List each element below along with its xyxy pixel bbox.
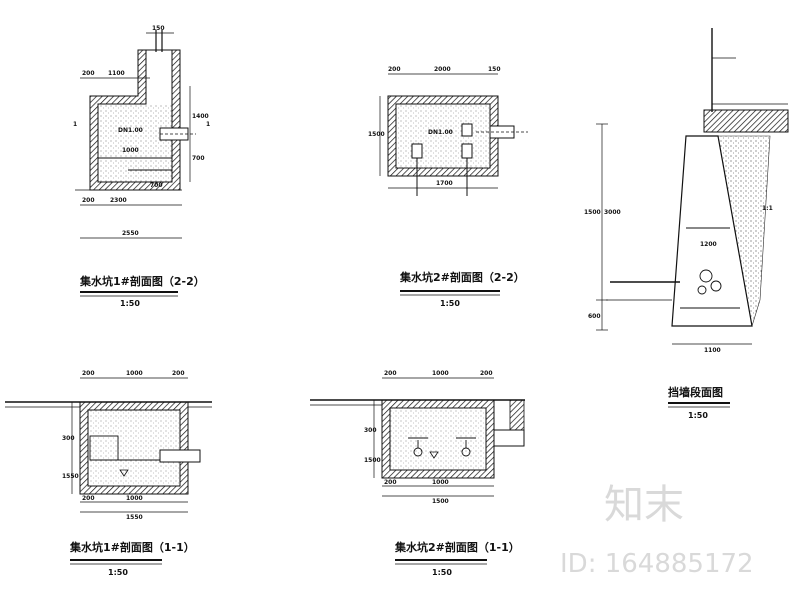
pit2-plan-dim-0: 2000: [434, 66, 451, 73]
pit2-plan-pumps: [411, 123, 473, 196]
pit1-section-dim-3: 300: [62, 435, 75, 442]
pit1-section-dim-2: 200: [172, 370, 185, 377]
pit1-section-dim-0: 200: [82, 370, 95, 377]
pit1-plan-dim-2: 2550: [122, 230, 139, 237]
pit2-section-dimensions: [373, 377, 494, 497]
pit1-plan-scale: 1:50: [120, 299, 140, 308]
pit1-plan-dim-4: 200: [82, 70, 95, 77]
pit2-plan-title: 集水坑2#剖面图（2-2）: [399, 270, 525, 284]
pit2-plan-dim-1: 1500: [368, 131, 385, 138]
pit2-plan-dim-3: 150: [488, 66, 501, 73]
pit1-plan-drawing: 150 1100 2550 1400 200 700 200 2300 700 …: [73, 25, 210, 308]
pit2-section-dim-5: 200: [384, 479, 397, 486]
watermark-id: ID: 164885172: [560, 549, 754, 579]
pit1-plan-dim-6: 200: [82, 197, 95, 204]
pit1-plan-center-label: DN1.00: [118, 127, 143, 134]
pit2-section-dim-2: 200: [480, 370, 493, 377]
wall-section-dim-3: 1:1: [762, 205, 773, 212]
wall-section-backfill: [717, 135, 771, 327]
wall-section-dim-5: 1200: [700, 241, 717, 248]
pit1-plan-dimensions: [75, 32, 191, 239]
pit2-plan-dim-2: 200: [388, 66, 401, 73]
wall-section-drawing: 1500 3000 600 1:1 1100 1200 挡墙段面图 1:50: [584, 28, 789, 420]
pit2-plan-scale: 1:50: [440, 299, 460, 308]
pit1-section-dim-4: 1550: [62, 473, 79, 480]
wall-section-dim-1: 3000: [604, 209, 621, 216]
pit2-plan-dim-4: 1700: [436, 180, 453, 187]
wall-section-dimensions: [596, 123, 752, 345]
pit1-plan-section-mark-right: 1: [206, 121, 210, 128]
pit2-section-dim-7: 1500: [432, 498, 449, 505]
pit1-section-dim-7: 1550: [126, 514, 143, 521]
wall-section-top-slab: [703, 109, 789, 133]
pit2-section-dim-4: 1500: [364, 457, 381, 464]
pit2-section-pumps: [408, 437, 476, 457]
pit2-section-dim-1: 1000: [432, 370, 449, 377]
pit2-section-level-marker: [429, 451, 439, 459]
wall-section-scale: 1:50: [688, 411, 708, 420]
pit2-section-drawing: 200 1000 200 300 1500 200 1000 1500 集水坑2…: [310, 370, 525, 577]
wall-section-dim-0: 1500: [584, 209, 601, 216]
pit2-plan-interior: [396, 104, 490, 168]
pit1-plan-title: 集水坑1#剖面图（2-2）: [79, 274, 205, 288]
pit2-plan-drawing: 2000 1500 200 150 1700 DN1.00 集水坑2#剖面图（2…: [368, 66, 528, 308]
pit1-section-title: 集水坑1#剖面图（1-1）: [69, 540, 195, 554]
pit1-plan-pipe: [159, 127, 189, 141]
wall-section-dim-4: 1100: [704, 347, 721, 354]
pit1-section-dim-5: 200: [82, 495, 95, 502]
pit1-section-scale: 1:50: [108, 568, 128, 577]
pit1-plan-dim-8: 700: [192, 155, 205, 162]
pit2-plan-dimensions: [379, 73, 498, 189]
pit1-plan-dim-5: 700: [150, 182, 163, 189]
pit1-section-dim-6: 1000: [126, 495, 143, 502]
pit2-section-dim-0: 200: [384, 370, 397, 377]
wall-section-drain-pipes: [680, 227, 740, 309]
pit2-section-dim-6: 1000: [432, 479, 449, 486]
pit1-section-level-marker: [119, 469, 129, 477]
pit1-section-drawing: 200 1000 200 300 1550 200 1000 1550 集水坑1…: [5, 370, 212, 577]
pit1-plan-interior: [98, 104, 172, 182]
pit2-section-pipe: [493, 429, 525, 447]
pit1-plan-dim-1: 1100: [108, 70, 125, 77]
pit1-plan-dim-7: 2300: [110, 197, 127, 204]
watermark: 知末 ID: 164885172: [560, 482, 754, 579]
pit1-section-dimensions: [71, 377, 188, 513]
pit1-plan-center-label-2: 1000: [122, 147, 139, 154]
pit1-plan-dim-3: 1400: [192, 113, 209, 120]
pit1-plan-section-mark-left: 1: [73, 121, 77, 128]
wall-section-dim-2: 600: [588, 313, 601, 320]
pit1-section-dim-1: 1000: [126, 370, 143, 377]
pit2-plan-center-label: DN1.00: [428, 129, 453, 136]
pit2-section-scale: 1:50: [432, 568, 452, 577]
pit2-section-title: 集水坑2#剖面图（1-1）: [394, 540, 520, 554]
watermark-brand-text: 知末: [604, 482, 684, 528]
pit2-section-dim-3: 300: [364, 427, 377, 434]
pit1-plan-dim-0: 150: [152, 25, 165, 32]
pit1-section-pipe: [159, 449, 201, 463]
wall-section-title: 挡墙段面图: [668, 385, 723, 399]
